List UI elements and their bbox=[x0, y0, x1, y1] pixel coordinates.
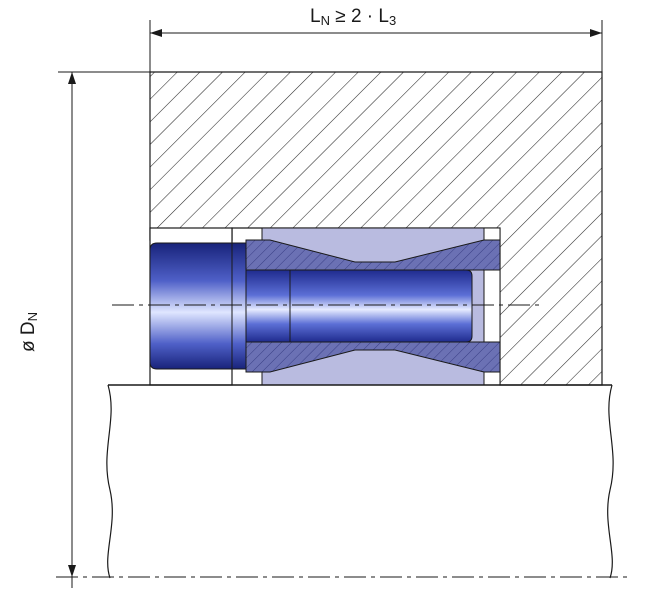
length-subscript: N bbox=[320, 13, 330, 28]
length-ref-subscript: 3 bbox=[388, 13, 397, 28]
dimension-length bbox=[149, 20, 603, 72]
screw-shaft bbox=[245, 269, 473, 343]
diameter-dimension-label: ø DN bbox=[18, 312, 40, 352]
diameter-symbol: ø D bbox=[18, 321, 39, 352]
length-dimension-label: LN ≥ 2 · L3 bbox=[310, 6, 396, 28]
diameter-subscript: N bbox=[25, 312, 40, 322]
dimension-diameter bbox=[58, 71, 150, 588]
shaft bbox=[106, 384, 614, 579]
screw-head bbox=[149, 242, 247, 370]
length-symbol: L bbox=[310, 6, 321, 27]
length-relation: ≥ 2 · L bbox=[329, 6, 389, 27]
